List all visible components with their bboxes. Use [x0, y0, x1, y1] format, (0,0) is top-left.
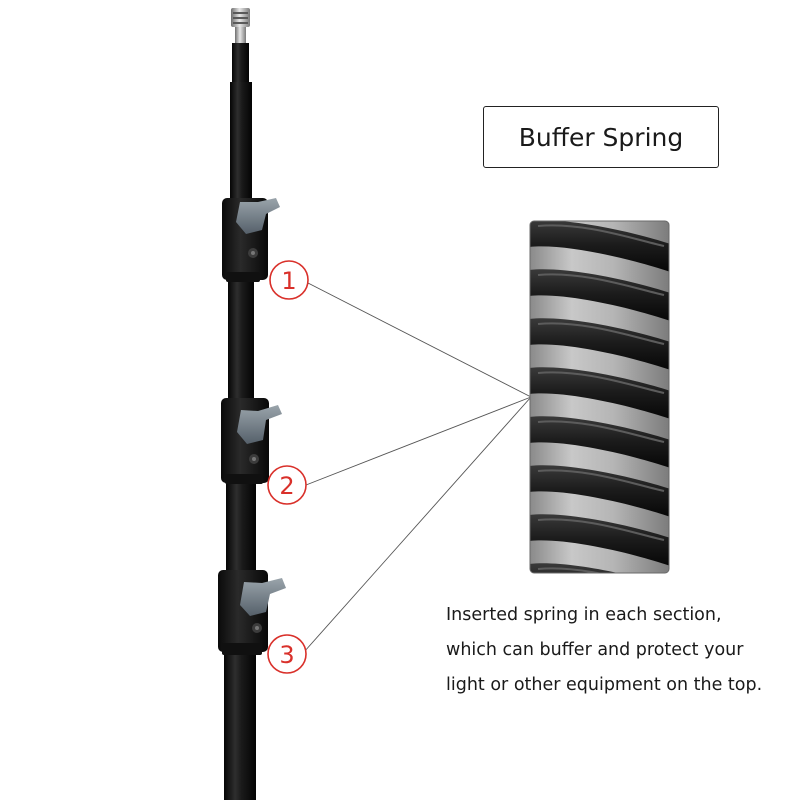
spring-coil: [530, 465, 669, 519]
spring-coil-highlight: [537, 518, 665, 541]
spring-coil: [530, 318, 669, 372]
spring-coils: [530, 221, 669, 573]
spring-coil: [530, 367, 669, 421]
spring-coil-highlight: [537, 420, 665, 443]
wing-knob-1: [236, 198, 280, 234]
spring-coil-highlight: [537, 469, 665, 492]
spring-coil: [530, 416, 669, 470]
spring-coil: [530, 221, 669, 274]
description-line-3: light or other equipment on the top.: [446, 675, 763, 695]
light-stand-pole: [224, 8, 256, 800]
marker-1: 1: [269, 260, 309, 300]
wing-knob-3: [240, 578, 286, 616]
marker-3: 3: [267, 634, 307, 674]
marker-1-label: 1: [281, 267, 296, 295]
marker-3-label: 3: [279, 641, 294, 669]
title-text: Buffer Spring: [518, 122, 684, 152]
section-clamp-3: [218, 570, 286, 655]
marker-2: 2: [267, 465, 307, 505]
title-box: Buffer Spring: [483, 106, 719, 168]
callout-line-3: [303, 396, 532, 653]
section-clamp-1: [222, 198, 280, 282]
spring-coil: [530, 269, 669, 323]
callout-line-2: [305, 396, 532, 486]
description-line-1: Inserted spring in each section,: [446, 605, 722, 625]
spring-coil-highlight: [537, 224, 665, 247]
spring-closeup: [530, 221, 669, 573]
spring-coil: [530, 514, 669, 568]
spring-coil-highlight: [537, 567, 665, 573]
spring-coil-highlight: [537, 273, 665, 296]
section-clamp-2: [221, 398, 282, 484]
callout-lines: [303, 282, 532, 653]
description: Inserted spring in each section, which c…: [446, 598, 798, 703]
description-line-2: which can buffer and protect your: [446, 640, 744, 660]
marker-2-label: 2: [279, 472, 294, 500]
spring-coil-highlight: [537, 371, 665, 394]
callout-line-1: [307, 282, 532, 398]
spring-coil-highlight: [537, 322, 665, 345]
wing-knob-2: [237, 405, 282, 444]
